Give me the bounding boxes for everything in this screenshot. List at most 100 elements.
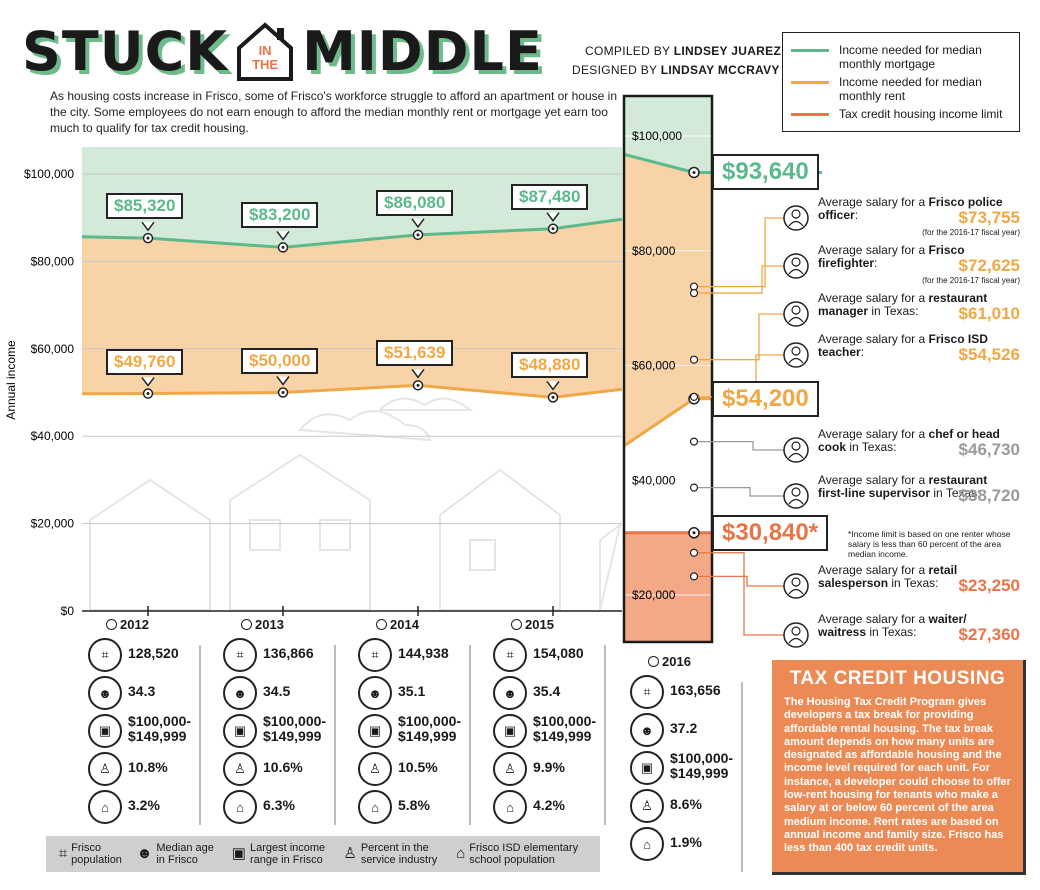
stats-year: 2014 [390,617,419,632]
mortgage-area [82,147,622,248]
salary-text: Average salary for a retail salesperson … [818,564,1008,590]
stats-population: 128,520 [128,645,179,661]
y-tick-label-2016: $20,000 [632,588,676,602]
family-icon: ☻ [88,676,122,710]
salary-text: Average salary for a Frisco ISD teacher: [818,333,1008,359]
stats-median-age: 34.5 [263,683,291,699]
stats-legend-service: ♙Percent in the service industry [343,842,442,866]
stats-population: 154,080 [533,645,584,661]
value-callout: $48,880 [511,352,589,379]
callout-pointer [411,218,425,229]
salary-connector [698,217,784,288]
salary-connector [698,486,784,497]
stats-fisd-pct: 4.2% [533,797,565,813]
intro-text: As housing costs increase in Frisco, som… [50,89,617,135]
worker-icon-body [788,637,804,644]
value-callout: $50,000 [241,347,319,374]
value-callout-2016: $54,200 [712,380,819,417]
salary-connector [698,265,784,294]
stats-fisd-pct: 6.3% [263,797,295,813]
main-plot [81,147,623,612]
salary-value: $27,360 [958,625,1020,644]
worker-icon-body [788,588,804,595]
credit-designed-prefix: DESIGNED BY [572,63,658,77]
worker-icon-head [791,305,801,315]
value-callout: $83,200 [241,202,319,229]
salary-text-prefix: Average salary for a [818,243,929,257]
salary-text-prefix: Average salary for a [818,195,929,209]
stats-divider [334,645,336,825]
rent-area [82,219,622,398]
worker-icon-body [788,268,804,275]
plot-2016 [622,94,822,648]
data-point-center [146,392,150,396]
title: STUCK IN THE MIDDLE [22,20,543,83]
salary-text: Average salary for a restaurant first-li… [818,474,1008,500]
y-tick-label: $20,000 [31,517,75,531]
family-icon: ☻ [223,676,257,710]
tax-credit-box: TAX CREDIT HOUSING The Housing Tax Credi… [772,660,1026,875]
value-callout: $49,760 [106,348,184,375]
title-in: IN [258,42,272,58]
legend-label-mortgage: Income needed for median monthly mortgag… [839,43,982,71]
money-icon: ▣ [88,714,122,748]
salary-text: Average salary for a Frisco firefighter: [818,244,1008,270]
stats-year-marker [511,619,522,630]
salary-text-job: Frisco firefighter [818,243,965,270]
worker-icon: ♙ [88,752,122,786]
y-tick-label-2016: $40,000 [632,473,676,487]
salary-value: $61,010 [958,304,1020,323]
stats-income-range: $100,000- $149,999 [398,713,462,744]
worker-icon-body [788,452,804,459]
stats-median-age: 34.3 [128,683,156,699]
y-tick-label: $60,000 [31,342,75,356]
salary-text-suffix: in Texas: [866,625,917,639]
worker-icon-body [788,357,804,364]
stats-income-range: $100,000- $149,999 [533,713,597,744]
salary-text-job: restaurant first-line supervisor [818,473,988,500]
worker-icon: ♙ [223,752,257,786]
salary-note: (for the 2016-17 fiscal year) [922,228,1020,237]
school-icon: ⌂ [223,790,257,824]
family-icon: ☻ [493,676,527,710]
callout-pointer [411,368,425,379]
school-icon: ⌂ [456,845,466,862]
title-stuck: STUCK [22,20,229,83]
stats-divider [741,682,743,872]
callout-pointer [276,376,290,386]
salary-text-job: waiter/ waitress [818,612,967,639]
family-icon: ☻ [358,676,392,710]
legend-label-tax: Tax credit housing income limit [839,107,1003,121]
salary-value: $73,755 [958,208,1020,227]
worker-icon-head [791,577,801,587]
stats-median-age: 35.1 [398,683,426,699]
salary-connector [698,552,784,636]
salary-point [689,483,699,492]
legend-item-mortgage: Income needed for median monthly mortgag… [787,43,1015,71]
money-icon: ▣ [223,714,257,748]
legend-item-rent: Income needed for median monthly rent [787,75,1015,103]
data-point-center [416,383,420,387]
y-tick-label: $0 [61,604,75,618]
stats-year: 2013 [255,617,284,632]
salary-value: $46,730 [958,440,1020,459]
salary-text-job: restaurant manager [818,291,988,318]
stats-fisd-pct: 1.9% [670,834,702,850]
mortgage-line [81,217,623,249]
stats-service-pct: 9.9% [533,759,565,775]
salary-text-suffix: in Texas: [868,304,919,318]
salary-connector [698,575,784,587]
salary-point [689,548,699,557]
salary-text-suffix: in Texas: [846,440,897,454]
callout-pointer [546,212,560,222]
stats-income-range: $100,000- $149,999 [263,713,327,744]
salary-text-suffix: : [860,345,865,359]
title-middle: MIDDLE [302,20,543,83]
salary-text-job: chef or head cook [818,427,1000,454]
salary-connector [698,440,784,451]
y-axis-label: Annual income [4,340,18,420]
y-tick-label-2016: $60,000 [632,359,676,373]
money-icon: ▣ [493,714,527,748]
stats-population: 163,656 [670,682,721,698]
value-callout: $51,639 [376,340,454,367]
